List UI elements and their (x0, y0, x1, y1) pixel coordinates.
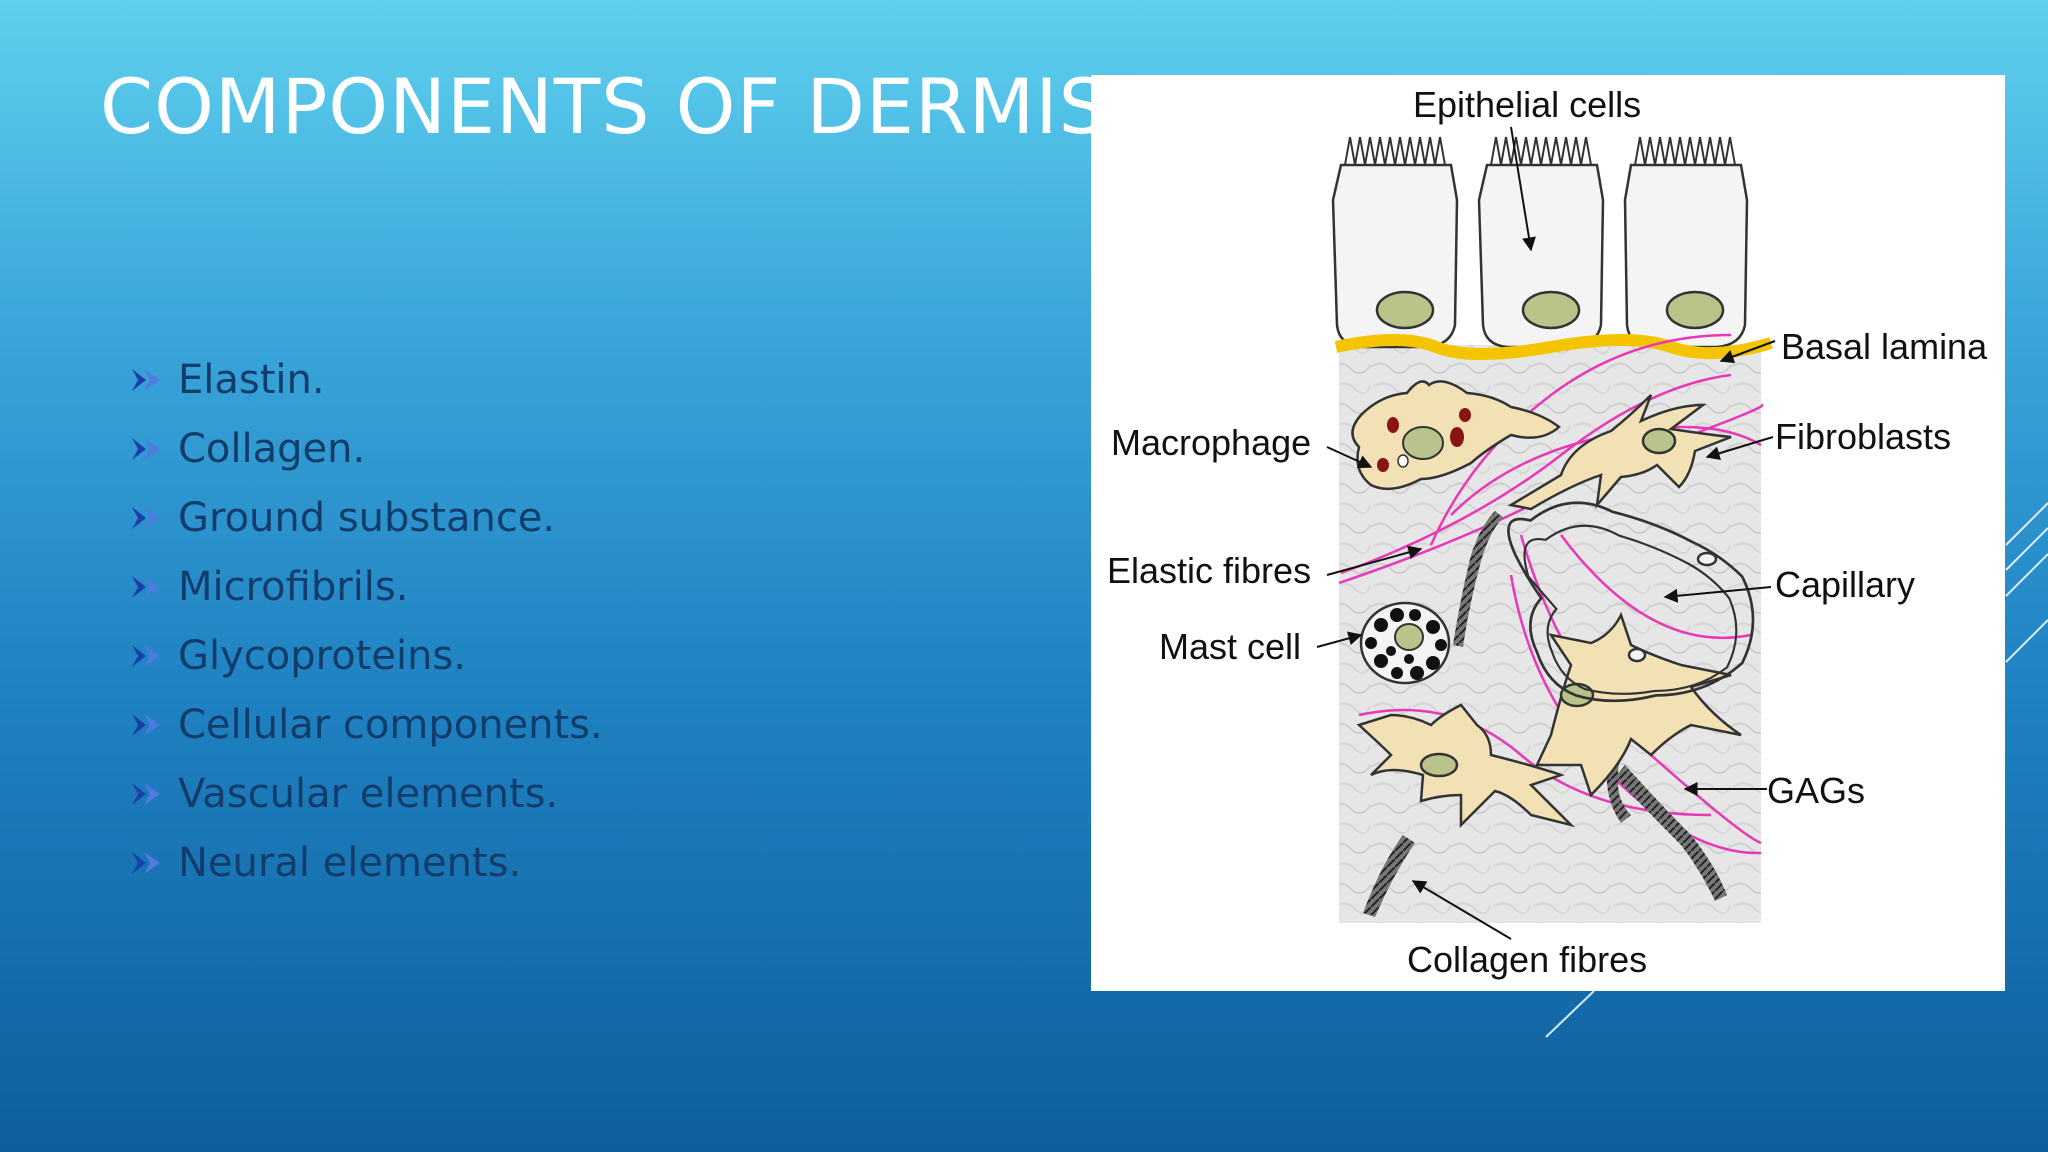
list-item: Microfibrils. (130, 552, 603, 621)
chevron-right-icon (132, 506, 160, 529)
fibroblast-cells (1356, 394, 1742, 829)
endothelial-nucleus (1696, 551, 1718, 567)
nucleus (1402, 426, 1444, 460)
dermis-diagram-svg: Epithelial cells Basal lamina Macrophage… (1107, 84, 1988, 980)
fibroblast-cell (1507, 394, 1732, 511)
label-capillary: Capillary (1775, 564, 1915, 605)
chevron-right-icon (132, 782, 160, 805)
bullet-list: Elastin. Collagen. Ground substance. Mic… (130, 345, 603, 897)
bullet-text: Collagen. (178, 425, 366, 472)
bullet-text: Glycoproteins. (178, 632, 466, 679)
nucleus (1521, 290, 1581, 330)
list-item: Collagen. (130, 414, 603, 483)
list-item: Neural elements. (130, 828, 603, 897)
granule (1450, 427, 1464, 447)
slide-title: COMPONENTS OF DERMIS (100, 62, 1108, 151)
chevron-right-icon (132, 575, 160, 598)
basal-lamina (1334, 334, 1773, 360)
mast-cell (1359, 601, 1451, 685)
nucleus (1394, 623, 1424, 651)
microvilli (1490, 136, 1592, 166)
label-basal-lamina: Basal lamina (1781, 326, 1988, 367)
list-item: Vascular elements. (130, 759, 603, 828)
granule (1397, 454, 1409, 468)
chevron-right-icon (132, 437, 160, 460)
capillary-vessel (1507, 501, 1755, 703)
nucleus (1665, 290, 1725, 330)
chevron-right-icon (132, 368, 160, 391)
chevron-right-icon (132, 713, 160, 736)
macrophage-cell (1351, 380, 1561, 491)
collagen-fibre (1363, 835, 1415, 917)
label-collagen-fibres: Collagen fibres (1407, 939, 1647, 980)
nucleus (1641, 427, 1677, 455)
dermis-diagram: Epithelial cells Basal lamina Macrophage… (1091, 75, 2005, 991)
label-epithelial-cells: Epithelial cells (1413, 84, 1641, 125)
granule (1377, 458, 1389, 472)
microvilli (1634, 136, 1736, 166)
label-gags: GAGs (1767, 770, 1865, 811)
endothelial-nucleus (1627, 647, 1647, 663)
granule (1387, 417, 1399, 433)
label-fibroblasts: Fibroblasts (1775, 416, 1951, 457)
label-elastic-fibres: Elastic fibres (1107, 550, 1311, 591)
granule (1459, 408, 1471, 422)
microvilli (1344, 136, 1446, 166)
list-item: Ground substance. (130, 483, 603, 552)
bullet-text: Ground substance. (178, 494, 556, 541)
collagen-fibre (1453, 511, 1503, 647)
bullet-text: Neural elements. (178, 839, 522, 886)
nucleus (1375, 290, 1435, 330)
epithelial-cells-group (1331, 136, 1749, 349)
bullet-text: Vascular elements. (178, 770, 559, 817)
nucleus (1419, 752, 1459, 778)
collagen-fibre (1615, 765, 1727, 901)
chevron-right-icon (132, 644, 160, 667)
label-macrophage: Macrophage (1111, 422, 1311, 463)
bullet-text: Elastin. (178, 356, 325, 403)
fibroblast-cell (1535, 611, 1742, 798)
label-mast-cell: Mast cell (1159, 626, 1301, 667)
bullet-text: Cellular components. (178, 701, 603, 748)
pointer-lines (1316, 126, 1776, 940)
list-item: Cellular components. (130, 690, 603, 759)
list-item: Glycoproteins. (130, 621, 603, 690)
bullet-text: Microfibrils. (178, 563, 409, 610)
fibroblast-cell (1356, 703, 1576, 829)
chevron-right-icon (132, 851, 160, 874)
list-item: Elastin. (130, 345, 603, 414)
